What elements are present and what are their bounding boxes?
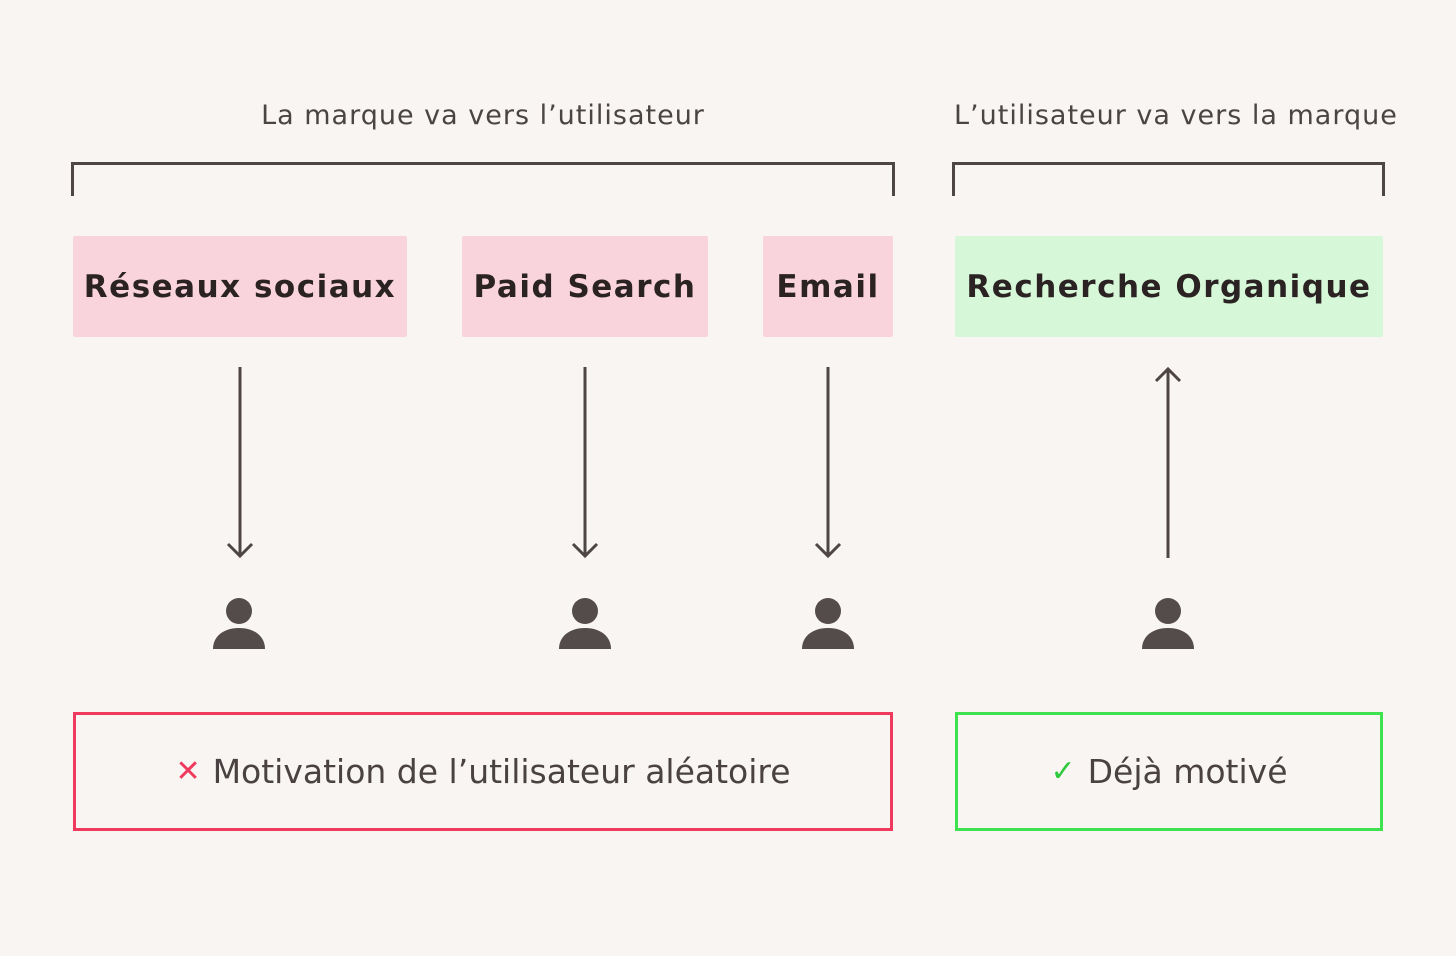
outcome-text: Déjà motivé: [1087, 752, 1288, 791]
channel-email: Email: [763, 236, 893, 337]
channel-organic-search: Recherche Organique: [955, 236, 1383, 337]
user-icon: [1142, 598, 1194, 649]
arrow-up-icon: [1154, 366, 1182, 558]
arrow-down-icon: [571, 367, 599, 559]
channel-social-networks: Réseaux sociaux: [73, 236, 407, 337]
heading-user-to-brand: L’utilisateur va vers la marque: [954, 100, 1398, 131]
outcome-random-motivation: ✕ Motivation de l’utilisateur aléatoire: [73, 712, 893, 831]
outcome-text: Motivation de l’utilisateur aléatoire: [212, 752, 791, 791]
arrow-down-icon: [814, 367, 842, 559]
bracket-push: [71, 162, 895, 196]
check-icon: ✓: [1050, 754, 1076, 789]
bracket-pull: [952, 162, 1385, 196]
heading-brand-to-user: La marque va vers l’utilisateur: [261, 100, 705, 131]
channel-paid-search: Paid Search: [462, 236, 708, 337]
user-icon: [559, 598, 611, 649]
arrow-down-icon: [226, 367, 254, 559]
user-icon: [802, 598, 854, 649]
cross-icon: ✕: [175, 754, 201, 789]
outcome-already-motivated: ✓ Déjà motivé: [955, 712, 1383, 831]
user-icon: [213, 598, 265, 649]
